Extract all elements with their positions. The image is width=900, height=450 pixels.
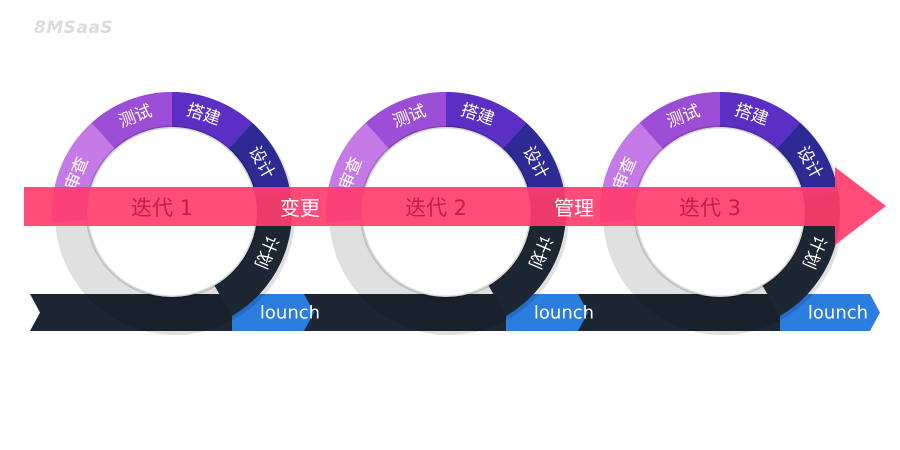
brand-logo: 8MSaaS: [34, 18, 114, 38]
iteration-cycle: 审查测试搭建设计计划: [600, 92, 843, 335]
iteration-band-arrow: [24, 167, 886, 245]
iteration-label: 迭代 1: [131, 196, 193, 220]
design-segment: [228, 122, 291, 198]
launch-arrow: [232, 294, 332, 331]
track-segment: [578, 294, 790, 331]
launch-label: lounch: [260, 303, 320, 324]
connector-label: 变更: [280, 196, 320, 220]
launch-label: lounch: [534, 303, 594, 324]
test-segment: [639, 92, 720, 149]
build-segment: [446, 92, 527, 149]
iteration-label: 迭代 2: [405, 196, 467, 220]
design-segment: [776, 122, 839, 198]
connector-label: 管理: [554, 196, 594, 220]
design-segment: [502, 122, 565, 198]
test-segment: [365, 92, 446, 149]
launch-arrow: [506, 294, 606, 331]
launch-label: lounch: [808, 303, 868, 324]
test-segment: [91, 92, 172, 149]
iteration-label: 迭代 3: [679, 196, 741, 220]
track-segment: [304, 294, 516, 331]
build-segment: [172, 92, 253, 149]
launch-arrow: [780, 294, 880, 331]
build-segment: [720, 92, 801, 149]
track-segment: [30, 294, 242, 331]
